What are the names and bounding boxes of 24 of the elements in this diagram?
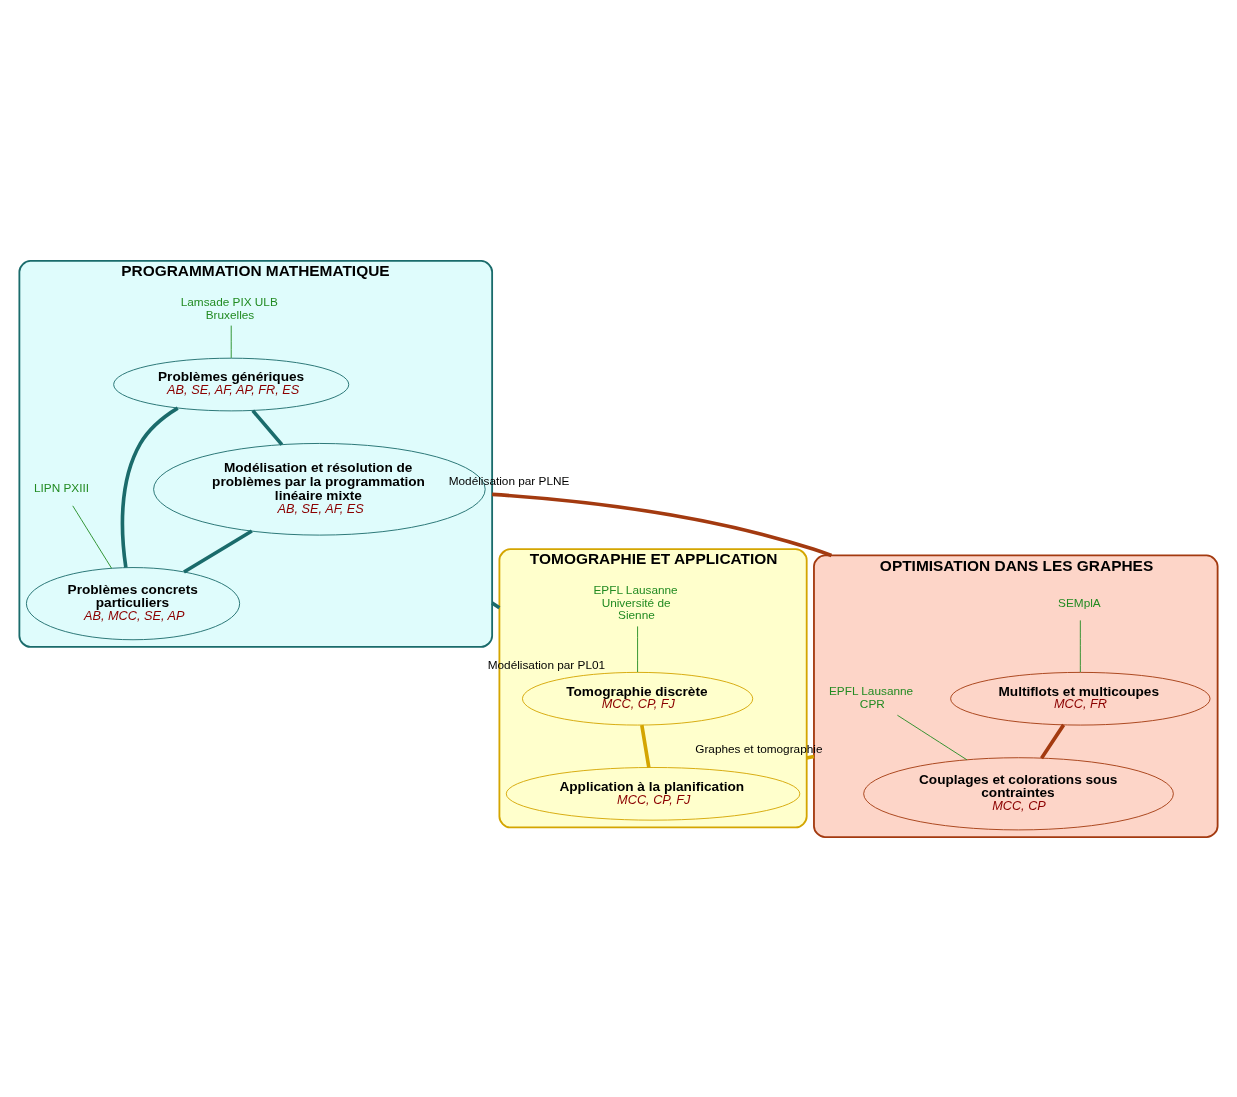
connector — [1079, 619, 1081, 672]
connector — [637, 625, 639, 673]
node-text: SEMplA — [1058, 595, 1101, 610]
node-ellipse: Couplages et colorations sous contraintes MCC, CP — [863, 756, 1174, 830]
connector — [1040, 723, 1066, 759]
node-text: EPFL Lausanne Université de Sienne — [593, 582, 678, 622]
node-ellipse: Tomographie discrète MCC, CP, FJ — [522, 671, 754, 726]
connector — [230, 324, 232, 358]
node-text: LIPN PXIII — [33, 480, 90, 495]
node-ellipse: Application à la planification MCC, CP, FJ — [505, 766, 801, 821]
node-ellipse: Problèmes génériques AB, SE, AF, AP, FR, ES — [113, 357, 350, 411]
connector — [805, 754, 815, 760]
connector — [491, 600, 501, 609]
node-ellipse: Multiflots et multicoupes MCC, FR — [950, 671, 1211, 726]
node-ellipse: Problèmes concrets particuliers AB, MCC, SE, AP — [25, 566, 241, 640]
connector — [896, 714, 968, 760]
connector — [120, 406, 179, 568]
node-text: Lamsade PIX ULB Bruxelles — [180, 294, 278, 322]
connector — [251, 408, 284, 446]
connector — [72, 504, 113, 569]
connector — [640, 724, 651, 768]
connector — [183, 528, 253, 574]
node-text: EPFL Lausanne CPR — [828, 683, 914, 711]
connector — [492, 492, 833, 557]
